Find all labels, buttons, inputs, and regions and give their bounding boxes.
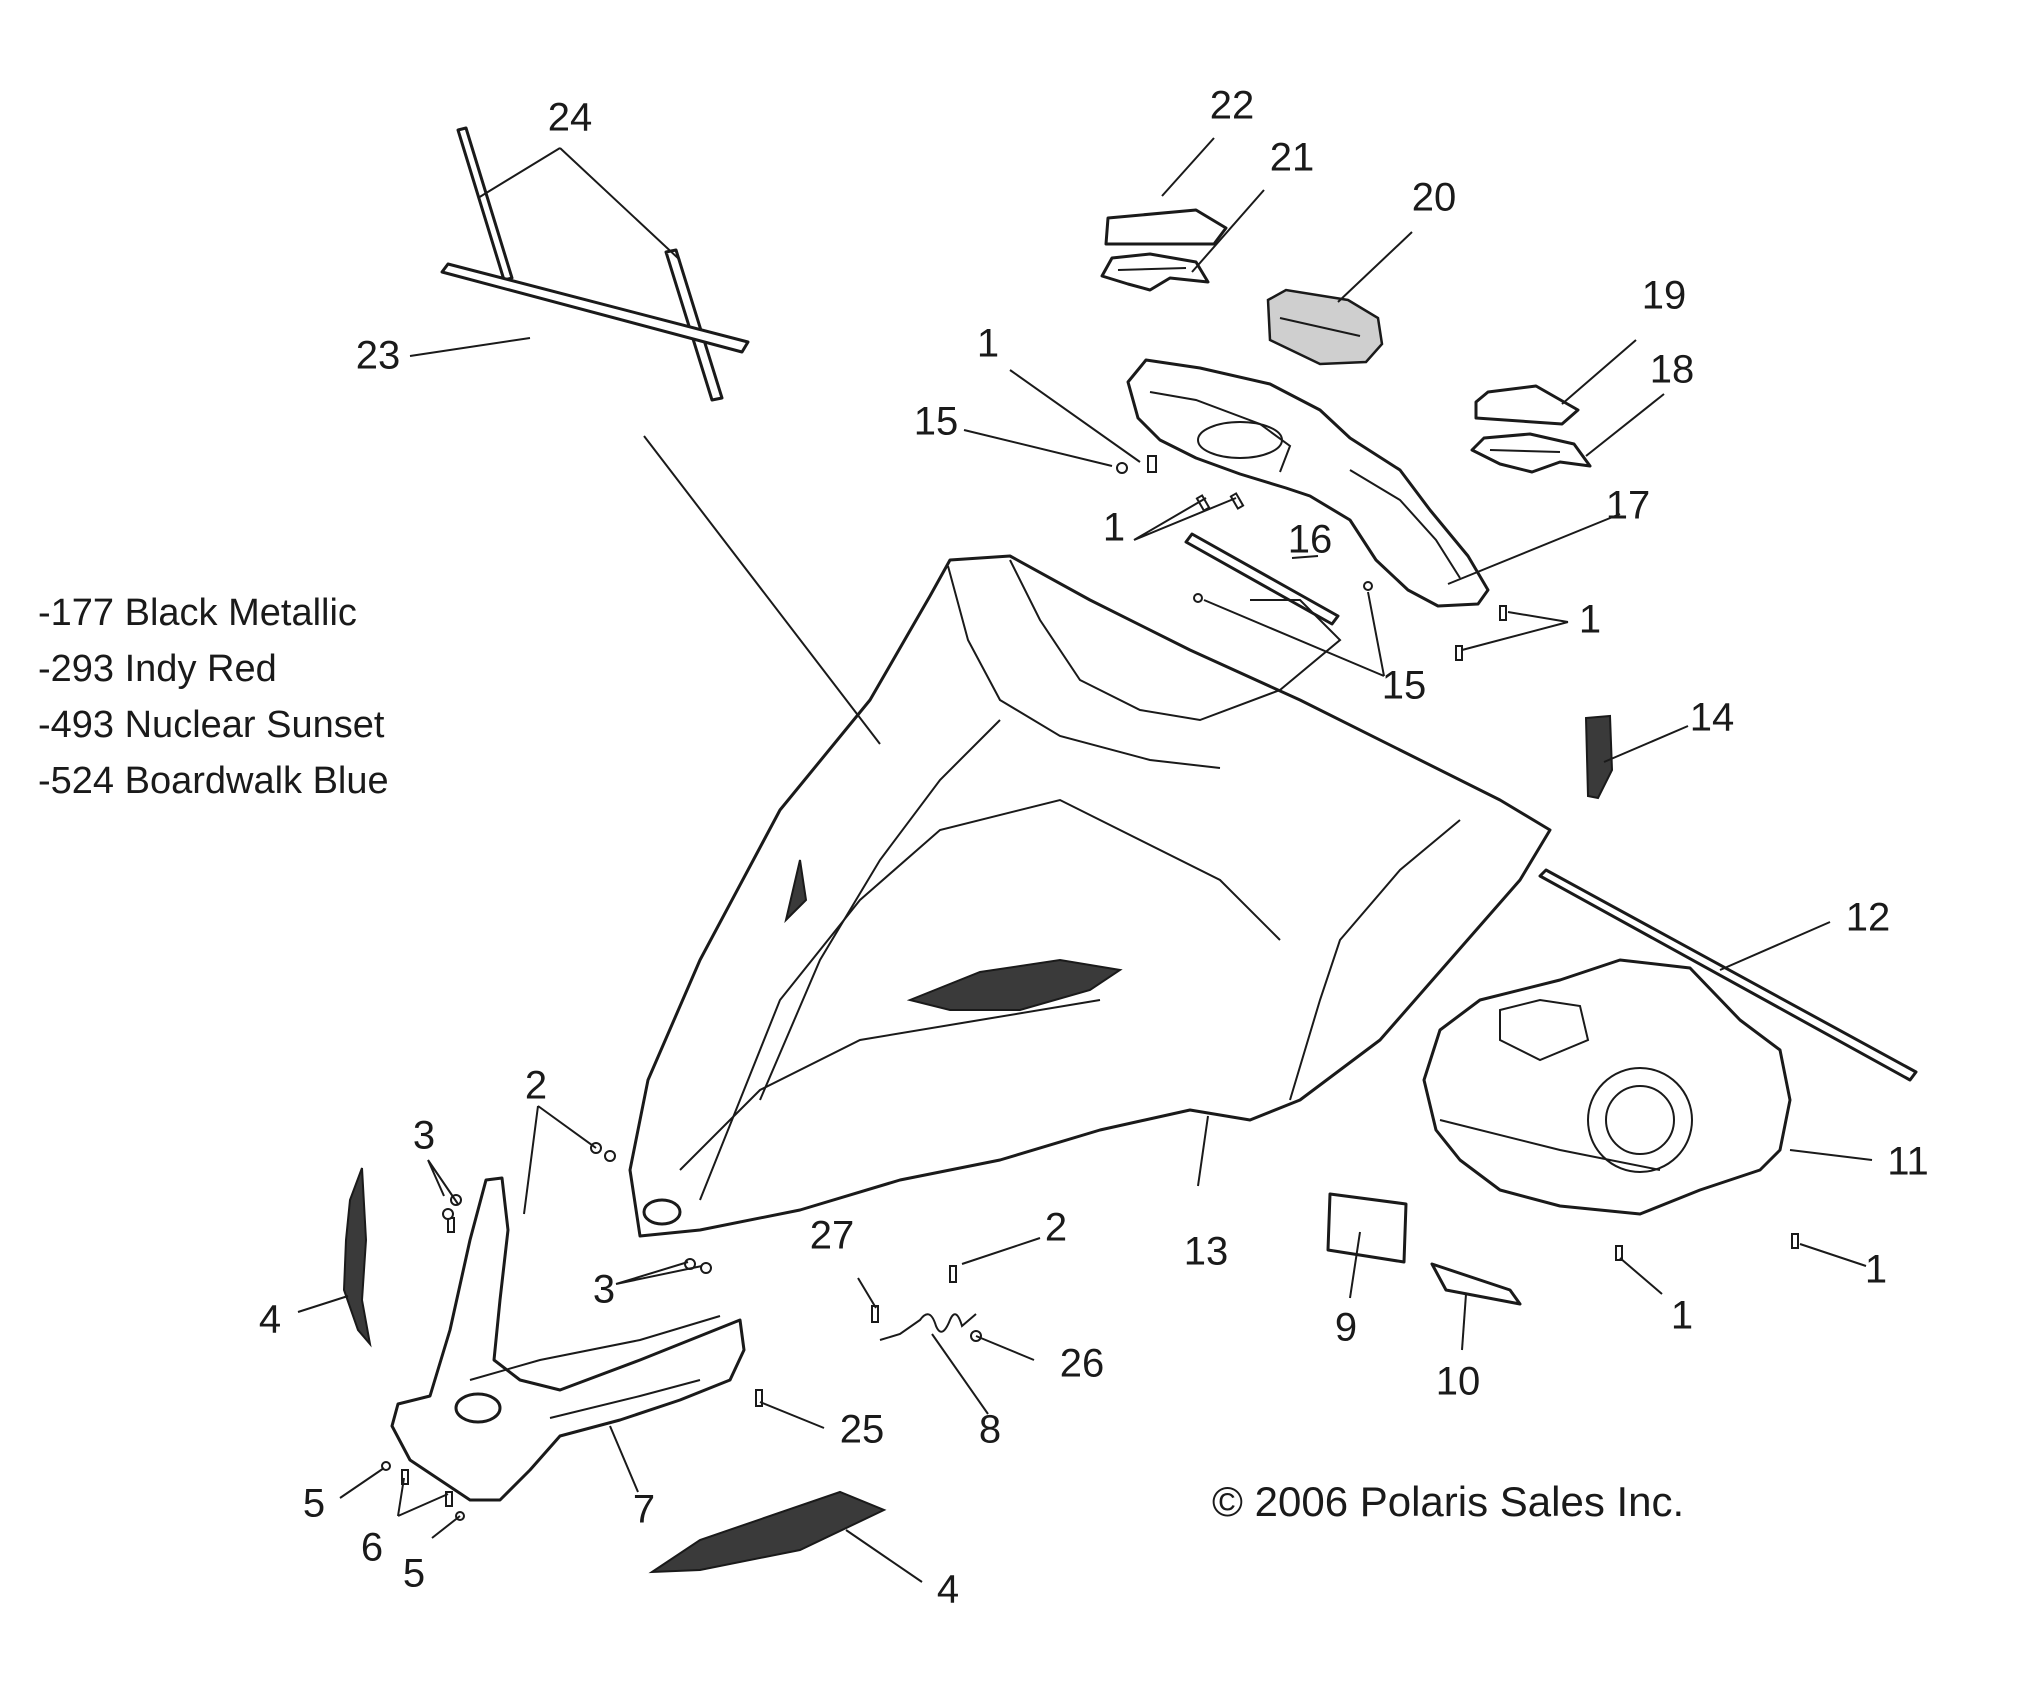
part-9-decal	[1326, 1192, 1408, 1264]
part-4-grille-left	[342, 1167, 372, 1348]
part-22-mirror-cover	[1104, 208, 1228, 246]
part-7-bumper	[390, 1176, 746, 1502]
color-option: -177 Black Metallic	[38, 592, 357, 634]
callout-4: 4	[259, 1298, 281, 1342]
copyright-notice: © 2006 Polaris Sales Inc.	[1212, 1478, 1685, 1525]
callout-14: 14	[1690, 696, 1735, 740]
callout-15: 15	[1382, 664, 1427, 708]
leader-lines	[297, 137, 1873, 1583]
part-13-hood	[628, 554, 1552, 1238]
callout-2: 2	[1045, 1206, 1067, 1250]
callout-12: 12	[1846, 896, 1891, 940]
callout-26: 26	[1060, 1342, 1105, 1386]
callout-9: 9	[1335, 1306, 1357, 1350]
part-19-mirror-cover	[1474, 384, 1580, 426]
part-16-rod	[1184, 532, 1340, 626]
color-options-list: -177 Black Metallic -293 Indy Red -493 N…	[38, 585, 389, 809]
callout-4: 4	[937, 1568, 959, 1612]
callout-17: 17	[1606, 484, 1651, 528]
color-option: -524 Boardwalk Blue	[38, 760, 389, 802]
callout-22: 22	[1210, 84, 1255, 128]
callout-25: 25	[840, 1408, 885, 1452]
part-10-decal	[1430, 1262, 1522, 1306]
callout-23: 23	[356, 334, 401, 378]
callout-1: 1	[1103, 506, 1125, 550]
callout-1: 1	[1579, 598, 1601, 642]
callout-8: 8	[979, 1408, 1001, 1452]
callout-10: 10	[1436, 1360, 1481, 1404]
callout-1: 1	[977, 322, 999, 366]
callout-5: 5	[303, 1482, 325, 1526]
callout-13: 13	[1184, 1230, 1229, 1274]
part-21-mirror-bracket	[1100, 252, 1210, 292]
part-4-grille-bottom	[648, 1490, 887, 1574]
part-18-mirror-bracket	[1470, 432, 1592, 474]
callout-16: 16	[1288, 518, 1333, 562]
part-20-gauge	[1266, 288, 1384, 366]
callout-labels: 24 23 22 21 20 19 18 1 15 1 16 17 1 15 1…	[259, 84, 1929, 1612]
callout-19: 19	[1642, 274, 1687, 318]
color-option: -293 Indy Red	[38, 648, 277, 690]
callout-20: 20	[1412, 176, 1457, 220]
part-12-trim-strip	[1538, 868, 1918, 1082]
callout-1: 1	[1671, 1294, 1693, 1338]
callout-21: 21	[1270, 136, 1315, 180]
part-8-cable	[879, 1313, 977, 1341]
callout-24: 24	[548, 96, 593, 140]
part-17-console	[1126, 358, 1490, 608]
callout-18: 18	[1650, 348, 1695, 392]
hardware-fasteners	[381, 455, 1799, 1521]
callout-15: 15	[914, 400, 959, 444]
callout-11: 11	[1887, 1140, 1929, 1184]
callout-7: 7	[633, 1488, 655, 1532]
part-23-trim-strip	[440, 262, 750, 354]
callout-3: 3	[413, 1114, 435, 1158]
callout-6: 6	[361, 1526, 383, 1570]
color-option: -493 Nuclear Sunset	[38, 704, 385, 746]
part-24-trim-strips	[456, 126, 724, 402]
callout-3: 3	[593, 1268, 615, 1312]
part-11-inner-panel	[1422, 958, 1792, 1216]
callout-1: 1	[1865, 1248, 1887, 1292]
callout-27: 27	[810, 1214, 855, 1258]
part-14-latch	[1584, 714, 1614, 800]
callout-5: 5	[403, 1552, 425, 1596]
callout-2: 2	[525, 1064, 547, 1108]
